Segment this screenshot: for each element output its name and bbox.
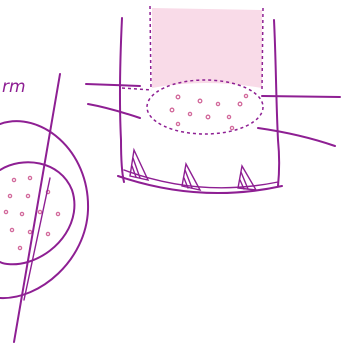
right-dashed-wall (261, 7, 264, 91)
right-connector-line-lower (257, 127, 336, 147)
inner-blob (0, 161, 76, 266)
dashed-oval (146, 79, 264, 135)
diagonal-line-a (13, 73, 61, 343)
left-dashed-connector (121, 87, 153, 91)
oval-dots (169, 93, 249, 131)
outer-ring (0, 120, 90, 300)
left-tube-wall (118, 17, 125, 183)
left-connector-line-upper (85, 83, 141, 87)
partial-label: rm (2, 77, 26, 97)
right-connector-line-upper (261, 95, 341, 98)
left-connector-line-lower (87, 103, 141, 119)
bottom-teeth (129, 147, 258, 192)
right-tube-wall (273, 19, 281, 187)
tube-bottom-inner (123, 169, 279, 189)
pink-upper-region (152, 8, 262, 88)
diagonal-line-b (23, 177, 51, 301)
left-dashed-wall (149, 5, 152, 91)
tube-bottom-outer (117, 175, 283, 195)
